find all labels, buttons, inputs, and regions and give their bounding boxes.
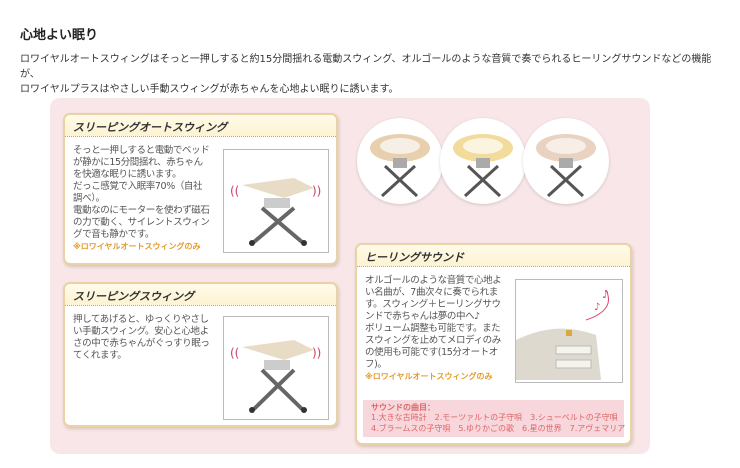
feature-description: オルゴールのような音質で心地よい名曲が、7曲次々に奏でられます。スウィング＋ヒー… bbox=[365, 275, 511, 383]
sound-unit-photo: ♪♪ bbox=[515, 279, 623, 383]
section-title: 心地よい眠り bbox=[20, 28, 99, 43]
svg-text:♪: ♪ bbox=[594, 302, 600, 313]
intro-line: ロワイヤルオートスウィングはそっと一押しすると約15分間揺れる電動スウィング、オ… bbox=[20, 54, 712, 80]
chair-image-beige bbox=[357, 118, 443, 204]
model-note: ※ロワイヤルオートスウィングのみ bbox=[73, 242, 201, 251]
svg-text:((: (( bbox=[230, 346, 239, 360]
svg-text:♪: ♪ bbox=[602, 288, 609, 301]
feature-description: そっと一押しすると電動でベッドが静かに15分間揺れ、赤ちゃんを快適な眠りに誘いま… bbox=[73, 145, 219, 253]
feature-heading: スリーピングオートスウィング bbox=[65, 115, 336, 137]
feature-manual-swing: スリーピングスウィング 押してあげると、ゆっくりやさしい手動スウィング。安心と心… bbox=[63, 282, 338, 427]
intro-line: ロワイヤルプラスはやさしい手動スウィングが赤ちゃんを心地よい眠りに誘います。 bbox=[20, 84, 399, 95]
intro-text: ロワイヤルオートスウィングはそっと一押しすると約15分間揺れる電動スウィング、オ… bbox=[20, 52, 730, 97]
feature-healing-sound: ヒーリングサウンド オルゴールのような音質で心地よい名曲が、7曲次々に奏でられま… bbox=[355, 243, 632, 445]
svg-text:((: (( bbox=[230, 184, 239, 198]
feature-description: 押してあげると、ゆっくりやさしい手動スウィング。安心と心地よさの中で赤ちゃんがぐ… bbox=[73, 314, 210, 361]
svg-text:)): )) bbox=[312, 346, 321, 360]
model-note: ※ロワイヤルオートスウィングのみ bbox=[365, 372, 493, 381]
song-list: サウンドの曲目： 1.大きな古時計 2.モーツァルトの子守唄 3.シューベルトの… bbox=[363, 399, 625, 437]
feature-auto-swing: スリーピングオートスウィング そっと一押しすると電動でベッドが静かに15分間揺れ… bbox=[63, 113, 338, 265]
svg-text:)): )) bbox=[312, 184, 321, 198]
manual-swing-photo: (()) bbox=[223, 316, 329, 420]
auto-swing-photo: (()) bbox=[223, 149, 329, 253]
chair-image-yellow bbox=[440, 118, 526, 204]
feature-heading: ヒーリングサウンド bbox=[357, 245, 630, 267]
feature-heading: スリーピングスウィング bbox=[65, 284, 336, 306]
chair-image-pink bbox=[523, 118, 609, 204]
